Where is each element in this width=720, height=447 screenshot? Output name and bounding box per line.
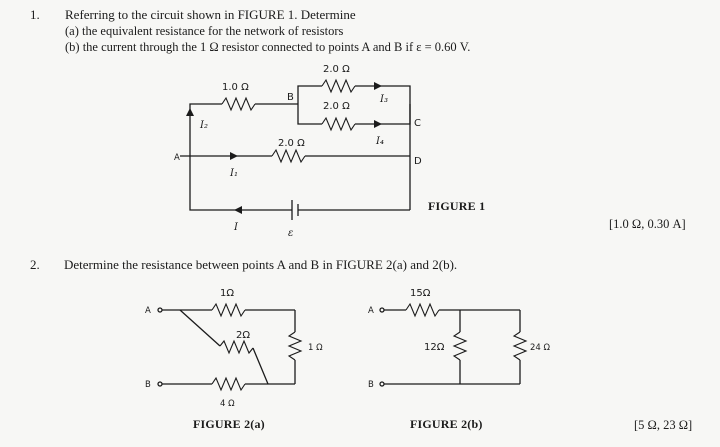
- figure-1-caption: FIGURE 1: [428, 199, 486, 213]
- q2-text: Determine the resistance between points …: [64, 257, 458, 272]
- arrow-i4: [374, 120, 382, 128]
- label-r-top: 2.0 Ω: [323, 64, 350, 75]
- label-r-bottom-2a: 4 Ω: [220, 399, 235, 409]
- label-i: I: [233, 222, 239, 233]
- resistor-2ohm-mid: [321, 116, 356, 132]
- figure-2a-circuit: A B 1Ω 2Ω 1 Ω 4 Ω: [145, 288, 323, 409]
- figure-2b-caption: FIGURE 2(b): [410, 417, 483, 431]
- resistor-2ohm-diag: [219, 339, 254, 355]
- label-r-top-2b: 15Ω: [410, 288, 431, 299]
- figure-2a-caption: FIGURE 2(a): [193, 417, 265, 431]
- label-i2: I₂: [199, 120, 208, 131]
- q1-intro: Referring to the circuit shown in FIGURE…: [65, 7, 356, 22]
- label-r-mid: 2.0 Ω: [323, 101, 350, 112]
- terminal-b: [379, 381, 385, 387]
- q1-part-b: (b) the current through the 1 Ω resistor…: [65, 40, 471, 54]
- node-a-2b: A: [368, 306, 374, 316]
- label-emf: ε: [288, 228, 293, 238]
- node-b-2a: B: [145, 380, 151, 390]
- arrow-top: [374, 82, 382, 90]
- q2-answer: [5 Ω, 23 Ω]: [634, 418, 693, 432]
- node-b: B: [287, 92, 294, 103]
- label-i3: I₃: [379, 94, 388, 105]
- node-a: A: [174, 153, 180, 163]
- figure-1-circuit: 1.0 Ω 2.0 Ω 2.0 Ω 2.0 Ω B C D A I₂ I₁ I …: [174, 64, 422, 238]
- node-c: C: [414, 118, 421, 129]
- label-r-right-2a: 1 Ω: [308, 343, 323, 353]
- q1-part-a: (a) the equivalent resistance for the ne…: [65, 24, 344, 38]
- label-r-mid-2b: 12Ω: [424, 342, 445, 353]
- resistor-15ohm: [405, 302, 440, 318]
- resistor-2ohm-lower: [271, 148, 306, 164]
- label-r-left: 1.0 Ω: [222, 82, 249, 93]
- resistor-4ohm-bottom: [211, 376, 246, 392]
- terminal-a: [157, 307, 163, 313]
- q1-answer: [1.0 Ω, 0.30 A]: [609, 217, 686, 231]
- node-a-2a: A: [145, 306, 151, 316]
- resistor-1ohm-top: [211, 302, 246, 318]
- label-r-right-2b: 24 Ω: [530, 343, 551, 353]
- terminal-b: [157, 381, 163, 387]
- label-i4: I₄: [375, 136, 384, 147]
- node-b-2b: B: [368, 380, 374, 390]
- label-r-diag-2a: 2Ω: [236, 330, 250, 341]
- label-r-top-2a: 1Ω: [220, 288, 234, 299]
- resistor-1ohm-right: [287, 331, 303, 361]
- arrow-i1: [230, 152, 238, 160]
- resistor-2ohm-top: [321, 78, 356, 94]
- node-d: D: [414, 156, 422, 167]
- resistor-24ohm: [512, 331, 528, 361]
- figure-2b-circuit: A B 15Ω 12Ω 24 Ω: [368, 288, 551, 390]
- terminal-a: [379, 307, 385, 313]
- label-r-lower: 2.0 Ω: [278, 138, 305, 149]
- arrow-i2: [186, 108, 194, 116]
- resistor-1ohm: [221, 96, 256, 112]
- q1-number: 1.: [30, 7, 40, 22]
- label-i1: I₁: [229, 168, 238, 179]
- q2-number: 2.: [30, 257, 40, 272]
- arrow-i: [234, 206, 242, 214]
- resistor-12ohm: [452, 331, 468, 361]
